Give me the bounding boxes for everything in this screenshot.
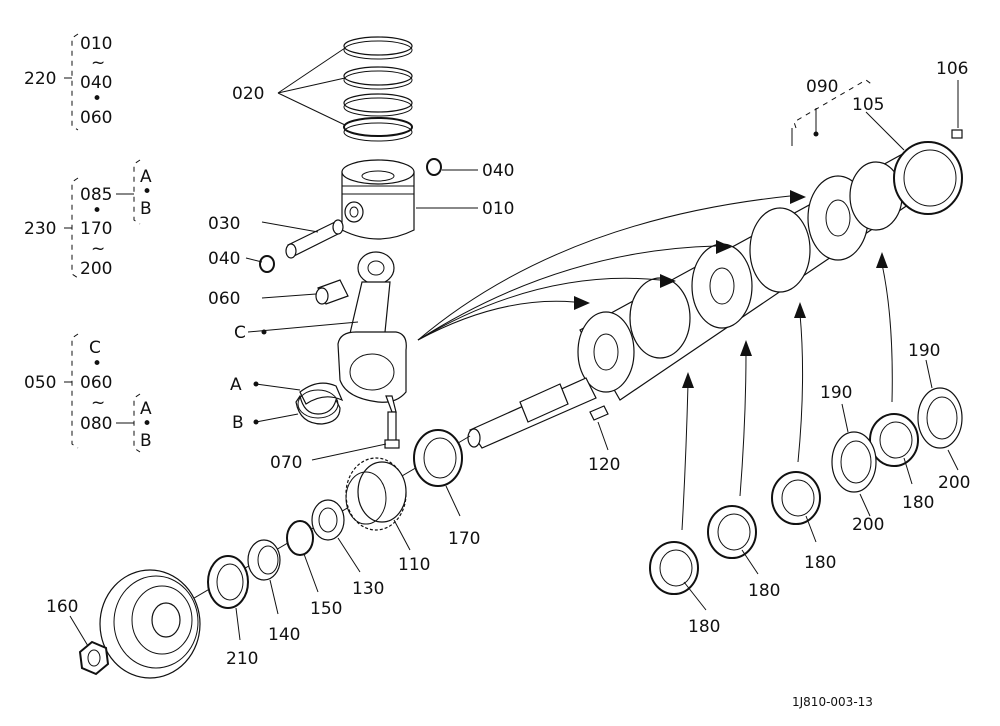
callout-040-upper: 040: [482, 161, 514, 181]
group-230-sub-b: B: [140, 199, 152, 219]
callout-010: 010: [482, 199, 514, 219]
group-050-sub-dot: •: [142, 414, 152, 434]
group-230-sub-dot: •: [142, 182, 152, 202]
callout-030: 030: [208, 214, 240, 234]
group-220-tilde: ~: [91, 53, 105, 73]
bearing-half-a: [299, 382, 344, 405]
callout-200-upper: 200: [938, 473, 970, 493]
group-050-mid: 060: [80, 373, 112, 393]
group-230-sub-a: A: [140, 167, 152, 187]
callout-150: 150: [310, 599, 342, 619]
group-050-dot: •: [92, 354, 102, 374]
group-230-dot: •: [92, 201, 102, 221]
group-050-tilde: ~: [91, 393, 105, 413]
callout-c: C: [234, 323, 246, 343]
callout-190-lower: 190: [820, 383, 852, 403]
callout-060: 060: [208, 289, 240, 309]
thrust-bearing-105: [893, 141, 963, 215]
callout-170: 170: [448, 529, 480, 549]
main-bearing-2: [707, 505, 757, 559]
callout-120: 120: [588, 455, 620, 475]
callout-210: 210: [226, 649, 258, 669]
callout-140: 140: [268, 625, 300, 645]
bearing-half-b: [295, 389, 341, 425]
group-220: 220 010 ~ 040 • 060: [24, 33, 112, 131]
callout-180-2: 180: [748, 581, 780, 601]
crank-gear-110: [345, 457, 407, 531]
group-220-mid: 040: [80, 73, 112, 93]
crankshaft: [467, 149, 931, 449]
key: [589, 405, 609, 421]
piston: [341, 159, 415, 240]
group-230: 230 085 • 170 ~ 200 A • B: [24, 159, 152, 279]
callout-190-upper: 190: [908, 341, 940, 361]
callout-105: 105: [852, 95, 884, 115]
group-220-id: 220: [24, 69, 56, 89]
thrust-washer-190-lower: [831, 431, 877, 493]
callout-130: 130: [352, 579, 384, 599]
circlip-lower: [259, 255, 275, 273]
o-ring-150: [286, 520, 314, 556]
group-230-from: 085: [80, 185, 112, 205]
group-230-tilde: ~: [91, 239, 105, 259]
piston-rings: [343, 36, 413, 142]
circlip-upper: [426, 158, 442, 176]
bushing-170: [413, 429, 463, 487]
piston-pin: [285, 219, 344, 259]
group-220-to: 060: [80, 108, 112, 128]
callout-040-lower: 040: [208, 249, 240, 269]
group-050-from: C: [89, 338, 101, 358]
group-050: 050 C • 060 ~ 080 A • B: [24, 333, 152, 453]
rod-bolt: [384, 411, 400, 449]
dowel-pin-106: [951, 129, 963, 139]
main-bearing-4: [869, 413, 919, 467]
thrust-washer-190-upper: [917, 387, 963, 449]
small-end-bush: [315, 279, 349, 305]
callout-070: 070: [270, 453, 302, 473]
group-050-to: 080: [80, 414, 112, 434]
connecting-rod: [337, 251, 407, 413]
callout-090: 090: [806, 77, 838, 97]
group-230-mid: 170: [80, 219, 112, 239]
main-bearing-1: [649, 541, 699, 595]
callout-106: 106: [936, 59, 968, 79]
group-220-dot: •: [92, 89, 102, 109]
crank-pulley: [99, 569, 201, 679]
pulley-nut-160: [78, 640, 110, 676]
collar-140: [247, 539, 281, 581]
callout-110: 110: [398, 555, 430, 575]
collar-130: [311, 499, 345, 541]
group-230-id: 230: [24, 219, 56, 239]
bearing-arrows: [681, 252, 893, 531]
drawing-code: 1J810-003-13: [792, 695, 873, 709]
callout-200-lower: 200: [852, 515, 884, 535]
callout-020: 020: [232, 84, 264, 104]
seal-210: [207, 555, 249, 609]
group-050-sub-b: B: [140, 431, 152, 451]
callout-180-4: 180: [902, 493, 934, 513]
callout-180-1: 180: [688, 617, 720, 637]
callout-180-3: 180: [804, 553, 836, 573]
group-050-id: 050: [24, 373, 56, 393]
assembly-arrows: [417, 190, 806, 341]
main-bearing-3: [771, 471, 821, 525]
callout-a: A: [230, 375, 242, 395]
group-050-sub-a: A: [140, 399, 152, 419]
group-230-to: 200: [80, 259, 112, 279]
group-220-from: 010: [80, 34, 112, 54]
callout-160: 160: [46, 597, 78, 617]
callout-b: B: [232, 413, 244, 433]
